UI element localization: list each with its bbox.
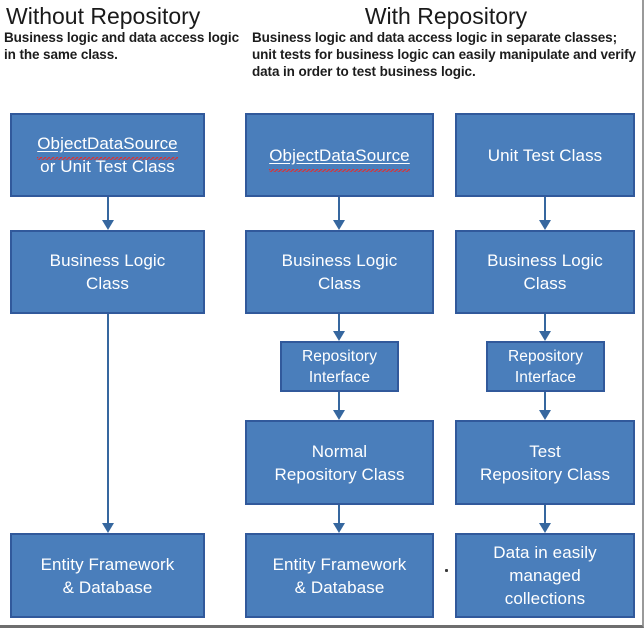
arrow-lane3-top-to-logic	[538, 197, 552, 230]
column-header-without-repository: Without Repository Business logic and da…	[4, 3, 244, 63]
node-text-business-logic: Business Logic	[281, 251, 398, 270]
node-objectdatasource-lane2[interactable]: ObjectDataSource	[245, 113, 434, 197]
node-text-collections: collections	[504, 589, 586, 608]
node-text-database: & Database	[62, 577, 153, 597]
node-text-objectdatasource: ObjectDataSource	[269, 145, 410, 172]
node-normal-repository-class[interactable]: Normal Repository Class	[245, 420, 434, 505]
arrow-lane3-logic-to-interface	[538, 314, 552, 341]
node-business-logic-class-lane3[interactable]: Business Logic Class	[455, 230, 635, 314]
column-description-with-repository: Business logic and data access logic in …	[252, 30, 636, 79]
column-description-without-repository: Business logic and data access logic in …	[4, 30, 239, 62]
node-text-unit-test-class: Unit Test Class	[487, 145, 603, 165]
node-business-logic-class-lane1[interactable]: Business Logic Class	[10, 230, 205, 314]
node-text-entity-framework: Entity Framework	[272, 554, 407, 574]
arrow-lane3-interface-to-repo	[538, 392, 552, 420]
node-text-class: Class	[317, 274, 361, 293]
node-text-repository-class: Repository Class	[274, 464, 405, 484]
column-title-without-repository: Without Repository	[6, 3, 201, 29]
column-header-with-repository: With Repository Business logic and data …	[252, 3, 640, 80]
node-objectdatasource-or-unit-test-class[interactable]: ObjectDataSource or Unit Test Class	[10, 113, 205, 197]
node-text-managed: managed	[509, 566, 581, 585]
node-repository-interface-lane2[interactable]: Repository Interface	[280, 341, 399, 392]
arrow-lane2-interface-to-repo	[332, 392, 346, 420]
node-text-interface: Interface	[308, 368, 371, 386]
node-text-normal: Normal	[311, 441, 368, 461]
node-test-repository-class[interactable]: Test Repository Class	[455, 420, 635, 505]
column-title-with-repository: With Repository	[364, 3, 528, 29]
node-text-or-unit-test-class: or Unit Test Class	[40, 157, 175, 176]
node-text-repository: Repository	[507, 347, 584, 365]
node-text-objectdatasource: ObjectDataSource	[37, 134, 178, 160]
node-text-repository: Repository	[301, 347, 378, 365]
node-text-class: Class	[523, 274, 567, 293]
arrow-lane3-repo-to-bottom	[538, 505, 552, 533]
node-business-logic-class-lane2[interactable]: Business Logic Class	[245, 230, 434, 314]
node-unit-test-class-lane3[interactable]: Unit Test Class	[455, 113, 635, 197]
node-data-in-easily-managed-collections[interactable]: Data in easily managed collections	[455, 533, 635, 618]
node-text-repository-class: Repository Class	[479, 464, 611, 484]
node-text-database: & Database	[294, 577, 385, 597]
arrow-lane2-repo-to-bottom	[332, 505, 346, 533]
arrow-lane1-top-to-mid	[101, 197, 115, 230]
node-text-business-logic: Business Logic	[49, 251, 166, 270]
arrow-lane2-logic-to-interface	[332, 314, 346, 341]
arrow-lane2-top-to-logic	[332, 197, 346, 230]
node-repository-interface-lane3[interactable]: Repository Interface	[486, 341, 605, 392]
node-text-business-logic: Business Logic	[487, 251, 603, 270]
node-text-test: Test	[529, 441, 561, 461]
node-text-class: Class	[85, 274, 129, 293]
node-text-data-in-easily: Data in easily	[493, 543, 597, 562]
node-entity-framework-database-lane1[interactable]: Entity Framework & Database	[10, 533, 205, 618]
node-text-entity-framework: Entity Framework	[40, 554, 175, 574]
node-text-interface: Interface	[514, 368, 577, 386]
arrow-lane1-mid-to-bottom	[101, 314, 115, 533]
node-entity-framework-database-lane2[interactable]: Entity Framework & Database	[245, 533, 434, 618]
ink-dot-artifact	[445, 569, 448, 572]
